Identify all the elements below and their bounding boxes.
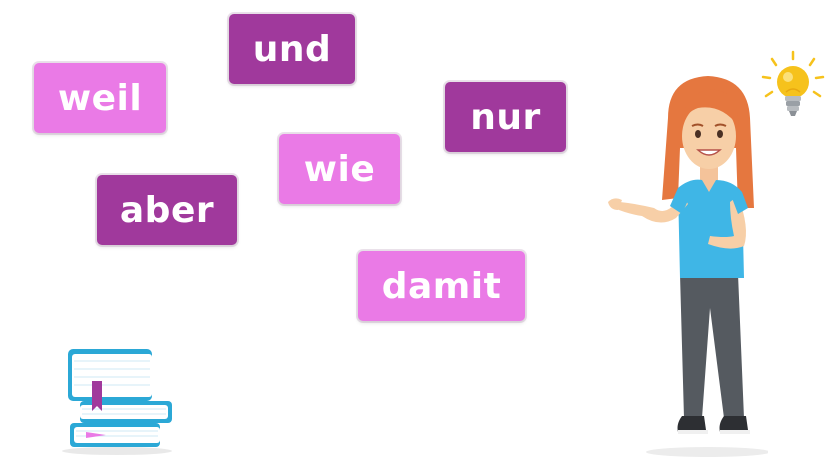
word-card-weil[interactable]: weil xyxy=(34,63,166,133)
word-card-und[interactable]: und xyxy=(229,14,355,84)
word-label: damit xyxy=(381,265,502,307)
teacher-illustration xyxy=(608,76,768,457)
word-card-damit[interactable]: damit xyxy=(358,251,525,321)
word-label: nur xyxy=(470,96,541,138)
word-card-nur[interactable]: nur xyxy=(445,82,566,152)
word-label: und xyxy=(252,28,332,70)
light-bulb-icon xyxy=(761,50,825,116)
word-label: aber xyxy=(119,189,215,231)
word-card-wie[interactable]: wie xyxy=(279,134,400,204)
word-card-aber[interactable]: aber xyxy=(97,175,237,245)
book-stack-icon xyxy=(62,349,172,455)
word-label: weil xyxy=(57,77,143,119)
word-label: wie xyxy=(303,148,376,190)
